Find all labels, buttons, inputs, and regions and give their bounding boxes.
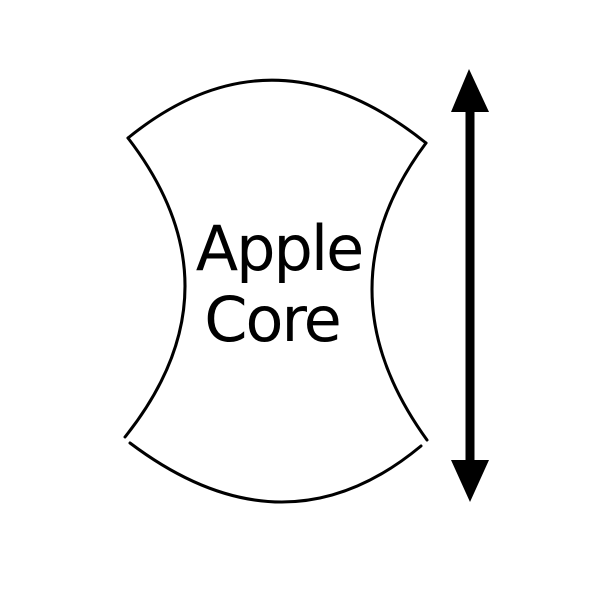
arrow-head-up	[451, 69, 489, 112]
apple-core-bottom-edge	[128, 441, 423, 504]
arrow-head-down	[451, 460, 489, 502]
vertical-double-arrow-icon	[451, 69, 489, 502]
shape-label-line2: Core	[204, 283, 340, 356]
apple-core-right-edge	[370, 141, 429, 442]
shape-label: Apple Core	[196, 212, 365, 356]
apple-core-left-edge	[123, 136, 187, 439]
apple-core-outline	[123, 78, 429, 504]
apple-core-top-edge	[126, 78, 428, 145]
shape-label-line1: Apple	[196, 212, 363, 285]
